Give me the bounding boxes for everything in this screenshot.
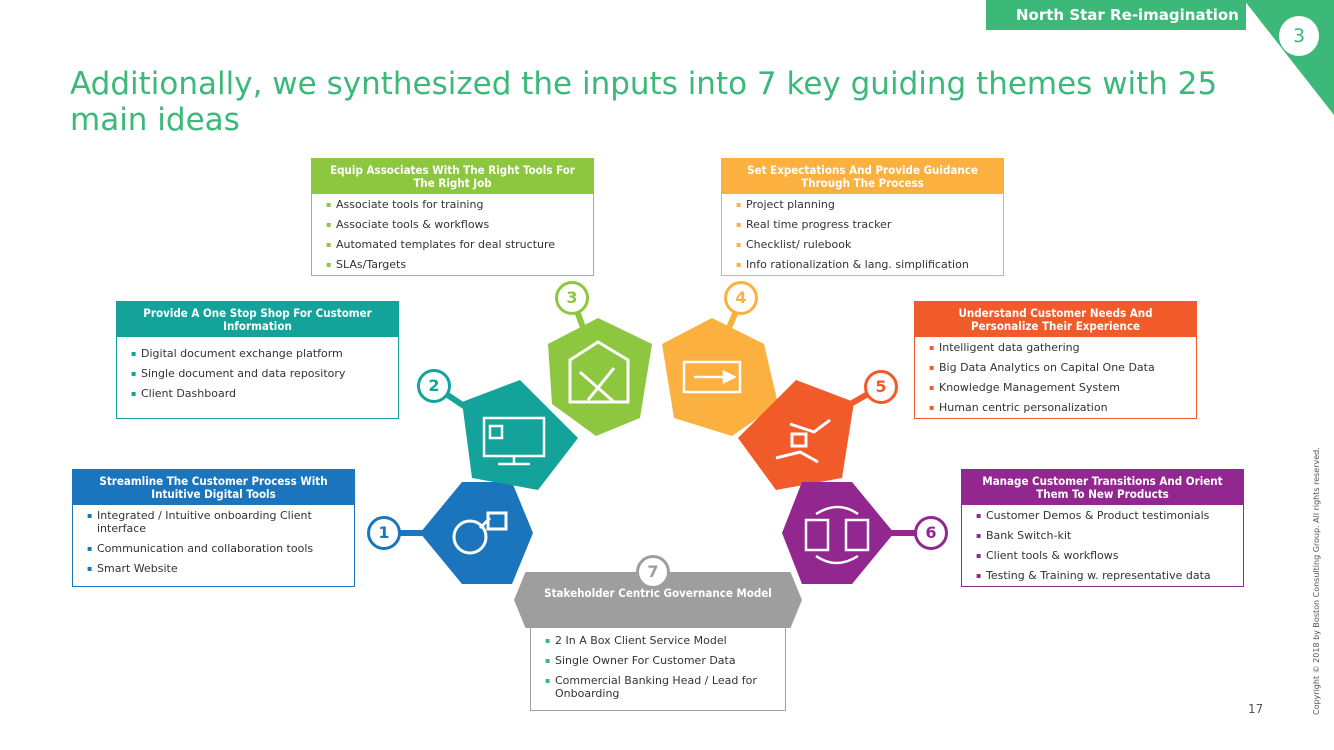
theme-card-3: Equip Associates With The Right Tools Fo… [311, 158, 594, 276]
idea-item: Testing & Training w. representative dat… [976, 569, 1235, 582]
hub-segment-2 [432, 380, 578, 490]
theme-5-number: 5 [864, 370, 898, 404]
theme-card-7: 2 In A Box Client Service Model Single O… [530, 626, 786, 711]
theme-2-ideas: Digital document exchange platform Singl… [117, 337, 398, 409]
idea-item: Bank Switch-kit [976, 529, 1235, 542]
idea-item: Associate tools for training [326, 198, 585, 211]
idea-item: Human centric personalization [929, 401, 1188, 414]
theme-4-title: Set Expectations And Provide Guidance Th… [722, 159, 1003, 194]
idea-item: Big Data Analytics on Capital One Data [929, 361, 1188, 374]
theme-4-number: 4 [724, 281, 758, 315]
tools-icon [568, 340, 630, 404]
progress-tracker-icon [682, 360, 742, 394]
theme-3-title: Equip Associates With The Right Tools Fo… [312, 159, 593, 194]
idea-item: Single Owner For Customer Data [545, 654, 777, 667]
idea-item: Associate tools & workflows [326, 218, 585, 231]
theme-5-ideas: Intelligent data gathering Big Data Anal… [915, 337, 1196, 423]
hub-segment-5 [738, 380, 882, 490]
idea-item: Project planning [736, 198, 995, 211]
theme-2-number: 2 [417, 369, 451, 403]
theme-6-title: Manage Customer Transitions And Orient T… [962, 470, 1243, 505]
hub-segment-3 [548, 296, 652, 436]
theme-7-number: 7 [636, 555, 670, 589]
idea-item: Integrated / Intuitive onboarding Client… [87, 509, 346, 535]
section-number-badge: 3 [1279, 16, 1319, 56]
idea-item: Single document and data repository [131, 367, 390, 380]
page-number: 17 [1248, 702, 1264, 716]
theme-card-6: Manage Customer Transitions And Orient T… [961, 469, 1244, 587]
idea-item: 2 In A Box Client Service Model [545, 634, 777, 647]
theme-card-4: Set Expectations And Provide Guidance Th… [721, 158, 1004, 276]
theme-card-1: Streamline The Customer Process With Int… [72, 469, 355, 587]
theme-card-2: Provide A One Stop Shop For Customer Inf… [116, 301, 399, 419]
handshake-data-icon [775, 418, 831, 464]
idea-item: Digital document exchange platform [131, 347, 390, 360]
theme-6-ideas: Customer Demos & Product testimonials Ba… [962, 505, 1243, 591]
idea-item: Intelligent data gathering [929, 341, 1188, 354]
hub-segment-4 [662, 296, 778, 436]
theme-5-title: Understand Customer Needs And Personaliz… [915, 302, 1196, 337]
idea-item: Automated templates for deal structure [326, 238, 585, 251]
page-title: Additionally, we synthesized the inputs … [70, 66, 1218, 138]
section-tag: North Star Re-imagination [986, 0, 1246, 30]
theme-1-number: 1 [367, 516, 401, 550]
theme-2-title: Provide A One Stop Shop For Customer Inf… [117, 302, 398, 337]
idea-item: Client Dashboard [131, 387, 390, 400]
theme-card-5: Understand Customer Needs And Personaliz… [914, 301, 1197, 419]
digital-tools-icon [452, 511, 508, 555]
bank-switch-icon [804, 505, 870, 565]
theme-4-ideas: Project planning Real time progress trac… [722, 194, 1003, 280]
theme-3-number: 3 [555, 281, 589, 315]
theme-1-ideas: Integrated / Intuitive onboarding Client… [73, 505, 354, 584]
idea-item: Client tools & workflows [976, 549, 1235, 562]
idea-item: Smart Website [87, 562, 346, 575]
idea-item: Checklist/ rulebook [736, 238, 995, 251]
theme-6-number: 6 [914, 516, 948, 550]
hub-segment-1 [384, 482, 533, 584]
idea-item: SLAs/Targets [326, 258, 585, 271]
theme-7-ideas: 2 In A Box Client Service Model Single O… [531, 626, 785, 709]
idea-item: Customer Demos & Product testimonials [976, 509, 1235, 522]
idea-item: Real time progress tracker [736, 218, 995, 231]
idea-item: Knowledge Management System [929, 381, 1188, 394]
theme-3-ideas: Associate tools for training Associate t… [312, 194, 593, 280]
theme-1-title: Streamline The Customer Process With Int… [73, 470, 354, 505]
idea-item: Communication and collaboration tools [87, 542, 346, 555]
copyright-notice: Copyright © 2018 by Boston Consulting Gr… [1312, 447, 1321, 715]
idea-item: Commercial Banking Head / Lead for Onboa… [545, 674, 777, 700]
hub-segment-6 [782, 482, 930, 584]
dashboard-monitor-icon [482, 416, 546, 466]
idea-item: Info rationalization & lang. simplificat… [736, 258, 995, 271]
